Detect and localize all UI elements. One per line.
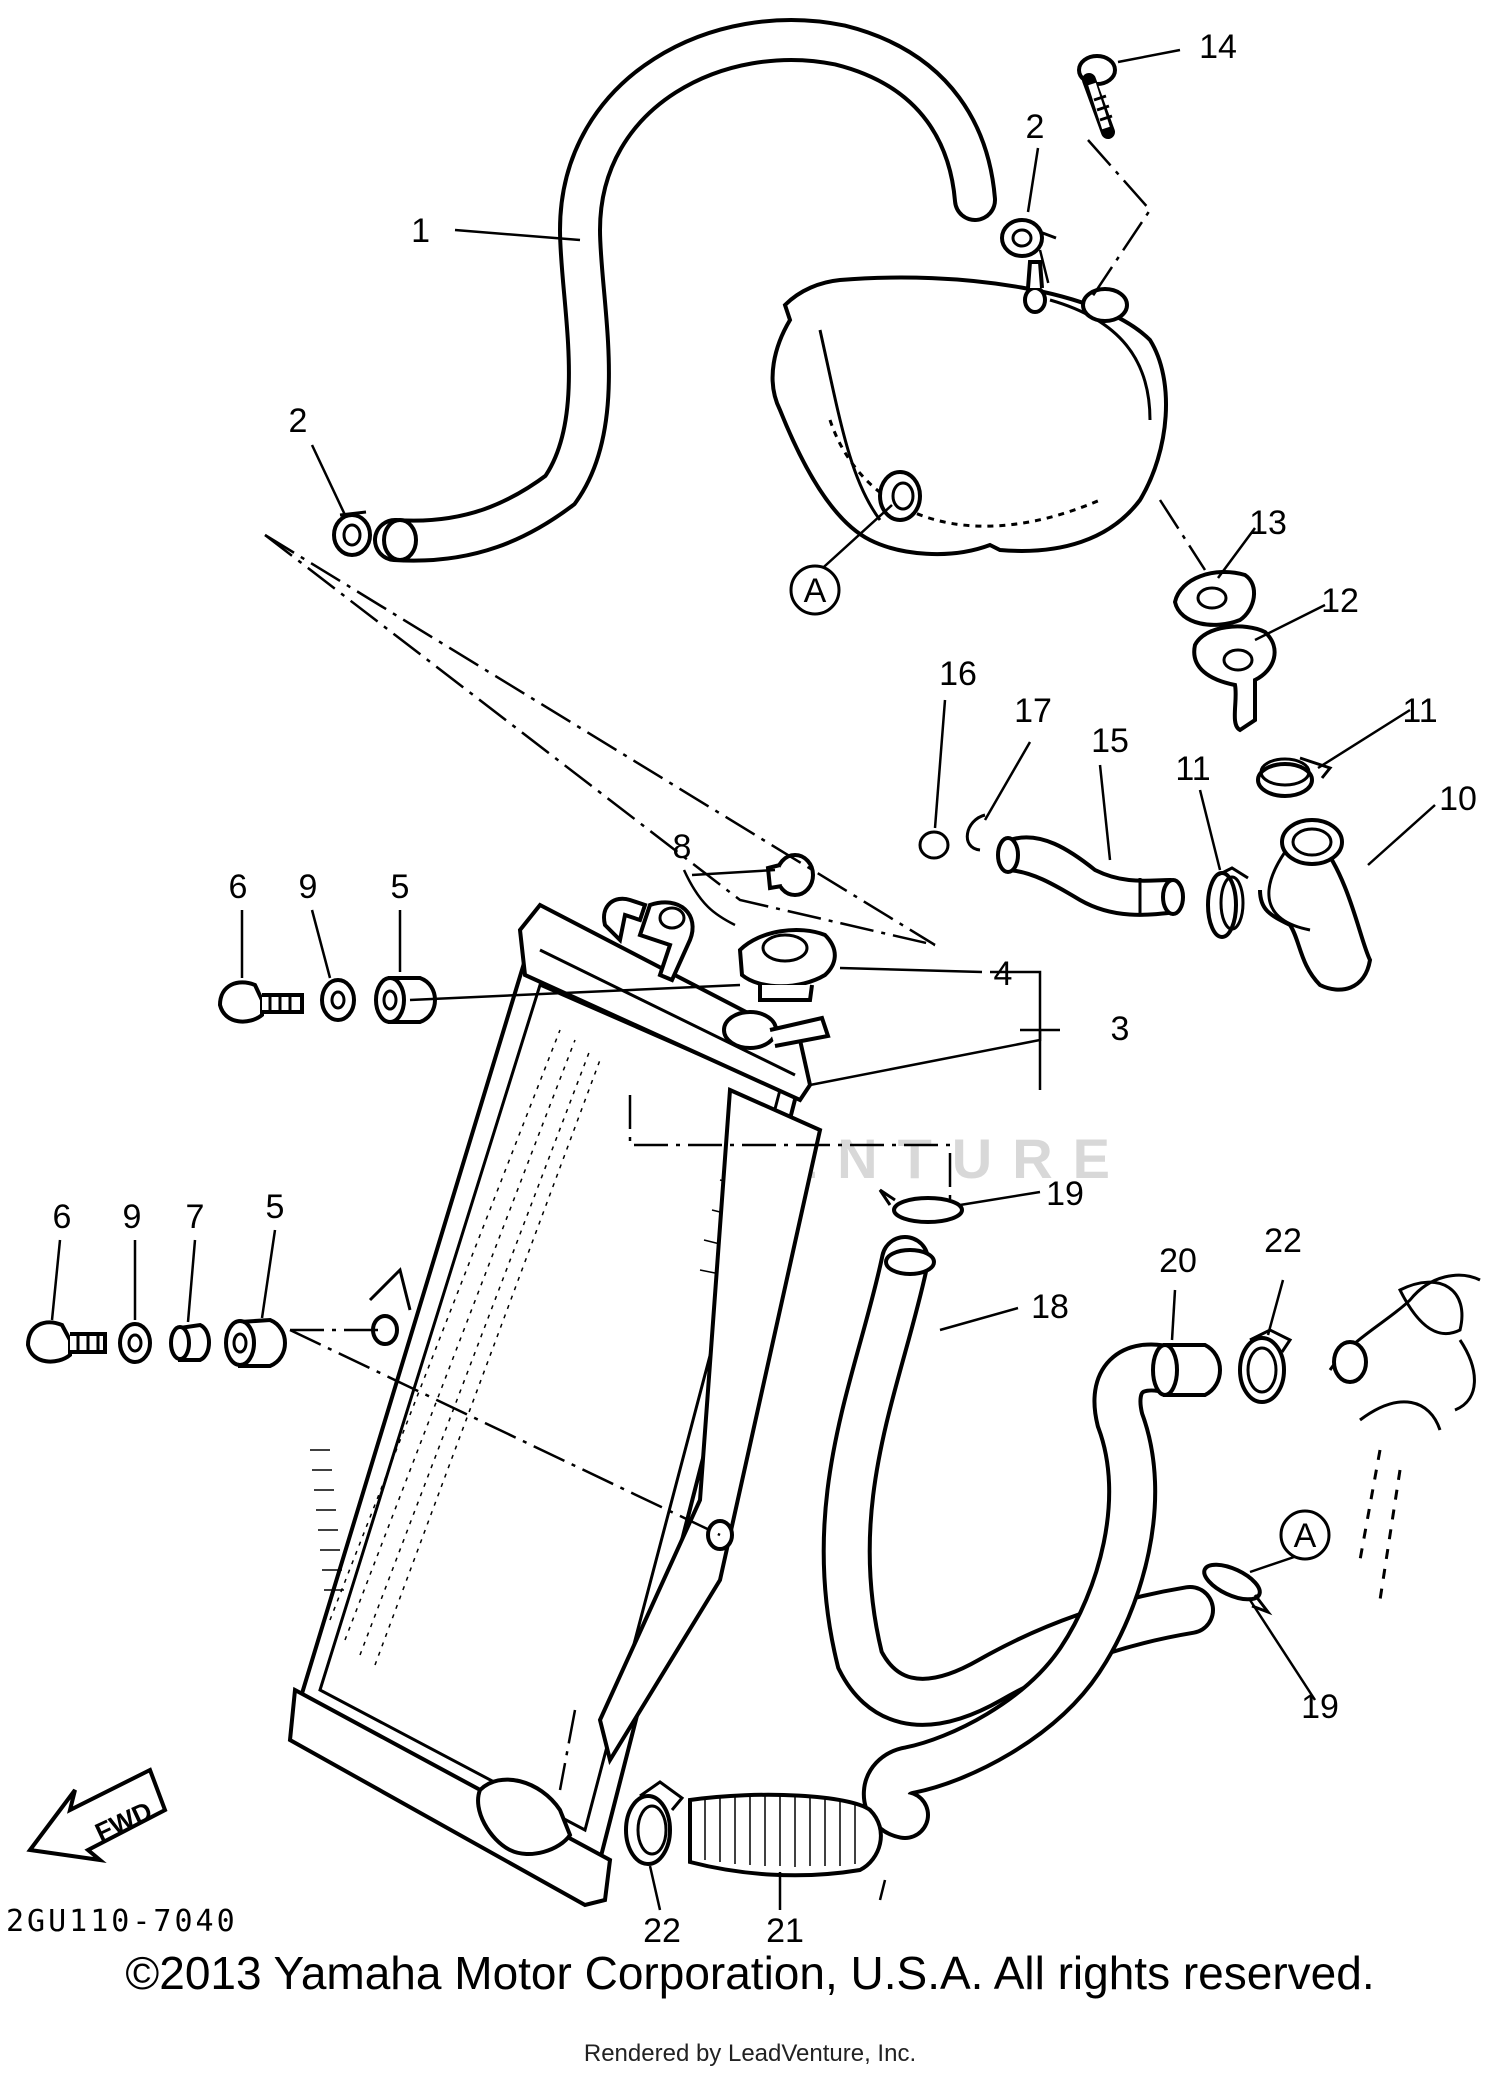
part-2-hose-clip-top[interactable] [1000,218,1057,258]
callout-8: 8 [673,828,692,866]
callout-5: 5 [266,1188,285,1226]
callout-19: 19 [1046,1175,1084,1213]
part-8-collar[interactable] [765,853,815,897]
part-22-hose-clamp-lower[interactable] [624,1780,685,1866]
callout-6: 6 [53,1198,72,1236]
part-19-hose-clamp-upper[interactable] [878,1188,964,1224]
callout-14: 14 [1199,28,1237,66]
callout-labels: 1 2 2 3 4 5 5 6 6 7 8 9 9 10 11 11 12 13… [53,28,1477,1950]
callout-11: 11 [1175,750,1210,788]
drawing-code: 2GU110-7040 [6,1904,238,1939]
callout-22: 22 [1264,1222,1302,1260]
callout-15: 15 [1091,722,1129,760]
part-21-corrugated-hose[interactable] [688,1792,883,1878]
part-17-circlip[interactable] [965,813,986,852]
part-6-bolt-lower[interactable] [25,1320,107,1364]
part-12-gasket-elbow[interactable] [1192,624,1277,733]
callout-2: 2 [1026,108,1045,146]
callout-11: 11 [1402,692,1437,730]
callout-13: 13 [1249,504,1287,542]
callout-17: 17 [1014,692,1052,730]
callout-7: 7 [186,1198,205,1236]
rendered-by-notice: Rendered by LeadVenture, Inc. [583,2040,917,2067]
part-19-hose-clamp-lower[interactable] [1199,1558,1273,1616]
callout-20: 20 [1159,1242,1197,1280]
svg-text:A: A [804,572,827,610]
callout-19: 19 [1301,1688,1339,1726]
callout-18: 18 [1031,1288,1069,1326]
part-14-bolt[interactable] [1077,54,1117,139]
part-20-branch-hose[interactable] [861,1342,1222,1840]
reference-lines [50,48,1436,1911]
part-9-washer-upper[interactable] [320,978,356,1022]
callout-16: 16 [939,655,977,693]
callout-6: 6 [229,868,248,906]
svg-text:A: A [1294,1517,1317,1555]
reference-mark-a-lower: A [1279,1509,1331,1561]
callout-10: 10 [1439,780,1477,818]
radiator-assembly[interactable] [287,896,831,1908]
part-11-hose-clamp-upper[interactable] [1256,756,1333,798]
part-13-drain-plate[interactable] [1172,570,1256,627]
callout-9: 9 [123,1198,142,1236]
part-11-hose-clamp-lower[interactable] [1206,866,1249,939]
part-15-joint-pipe[interactable] [996,835,1185,917]
part-4-radiator-cap[interactable] [737,928,837,1002]
callout-5: 5 [391,868,410,906]
part-22-hose-clamp-right[interactable] [1238,1328,1293,1404]
fwd-direction-arrow: FWD [26,1767,168,1863]
reference-mark-a-upper: A [789,564,841,616]
engine-outlet-stub [1328,1273,1481,1601]
reservoir-tank[interactable] [770,260,1169,557]
part-2-hose-clip-left[interactable] [332,510,372,557]
callout-2: 2 [289,402,308,440]
callout-3: 3 [1111,1010,1130,1048]
part-10-radiator-hose[interactable] [1258,818,1373,992]
callout-9: 9 [299,868,318,906]
copyright-notice: ©2013 Yamaha Motor Corporation, U.S.A. A… [125,1947,1375,1999]
callout-21: 21 [766,1912,804,1950]
callout-4: 4 [994,955,1013,993]
part-16-o-ring[interactable] [918,830,950,860]
part-6-bolt-upper[interactable] [217,980,304,1024]
part-9-washer-lower[interactable] [118,1322,152,1364]
part-7-collar[interactable] [169,1322,211,1362]
callout-22: 22 [643,1912,681,1950]
part-5-grommet-lower[interactable] [224,1317,287,1368]
part-1-overflow-hose[interactable] [373,18,997,563]
callout-12: 12 [1321,582,1359,620]
callout-1: 1 [411,212,430,250]
